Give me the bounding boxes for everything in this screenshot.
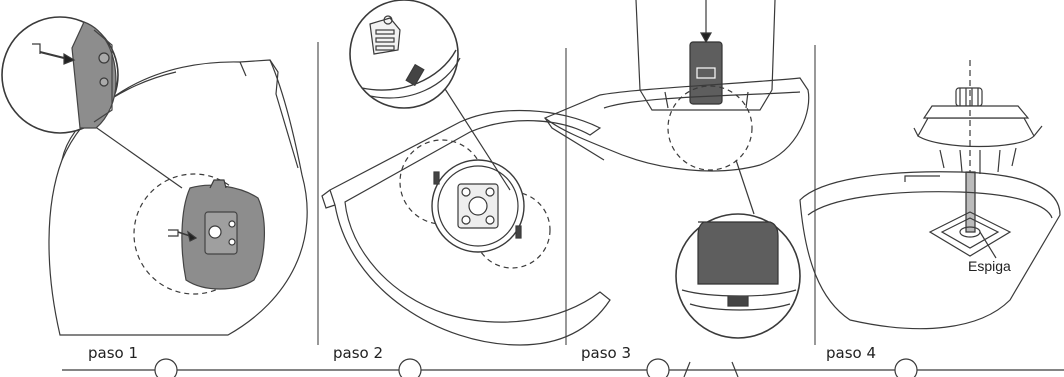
step-1-illustration	[1, 16, 308, 336]
step-2-guard	[329, 109, 611, 346]
step-1-marker	[154, 358, 178, 377]
panel-dividers	[317, 42, 816, 345]
step-2-illustration	[321, 0, 611, 346]
step-2-label: paso 2	[333, 344, 384, 362]
step-2-marker	[398, 358, 422, 377]
step-3-bracket	[689, 41, 723, 105]
step-3-marker	[646, 358, 670, 377]
step-4-guard	[799, 171, 1061, 330]
step-3-guard	[543, 77, 810, 172]
step-4-blade	[917, 117, 1035, 148]
step-3-label: paso 3	[581, 344, 632, 362]
timeline	[62, 358, 1064, 377]
step-4-label: paso 4	[826, 344, 877, 362]
step-4-pin	[965, 171, 976, 233]
step-4-marker	[894, 358, 918, 377]
step-4-illustration	[799, 60, 1061, 330]
step-3-illustration	[543, 0, 810, 339]
step-1-label: paso 1	[88, 344, 139, 362]
pin-callout-label: Espiga	[968, 258, 1011, 274]
step-1-guard	[48, 59, 308, 336]
step-2-magnifier	[349, 0, 459, 109]
